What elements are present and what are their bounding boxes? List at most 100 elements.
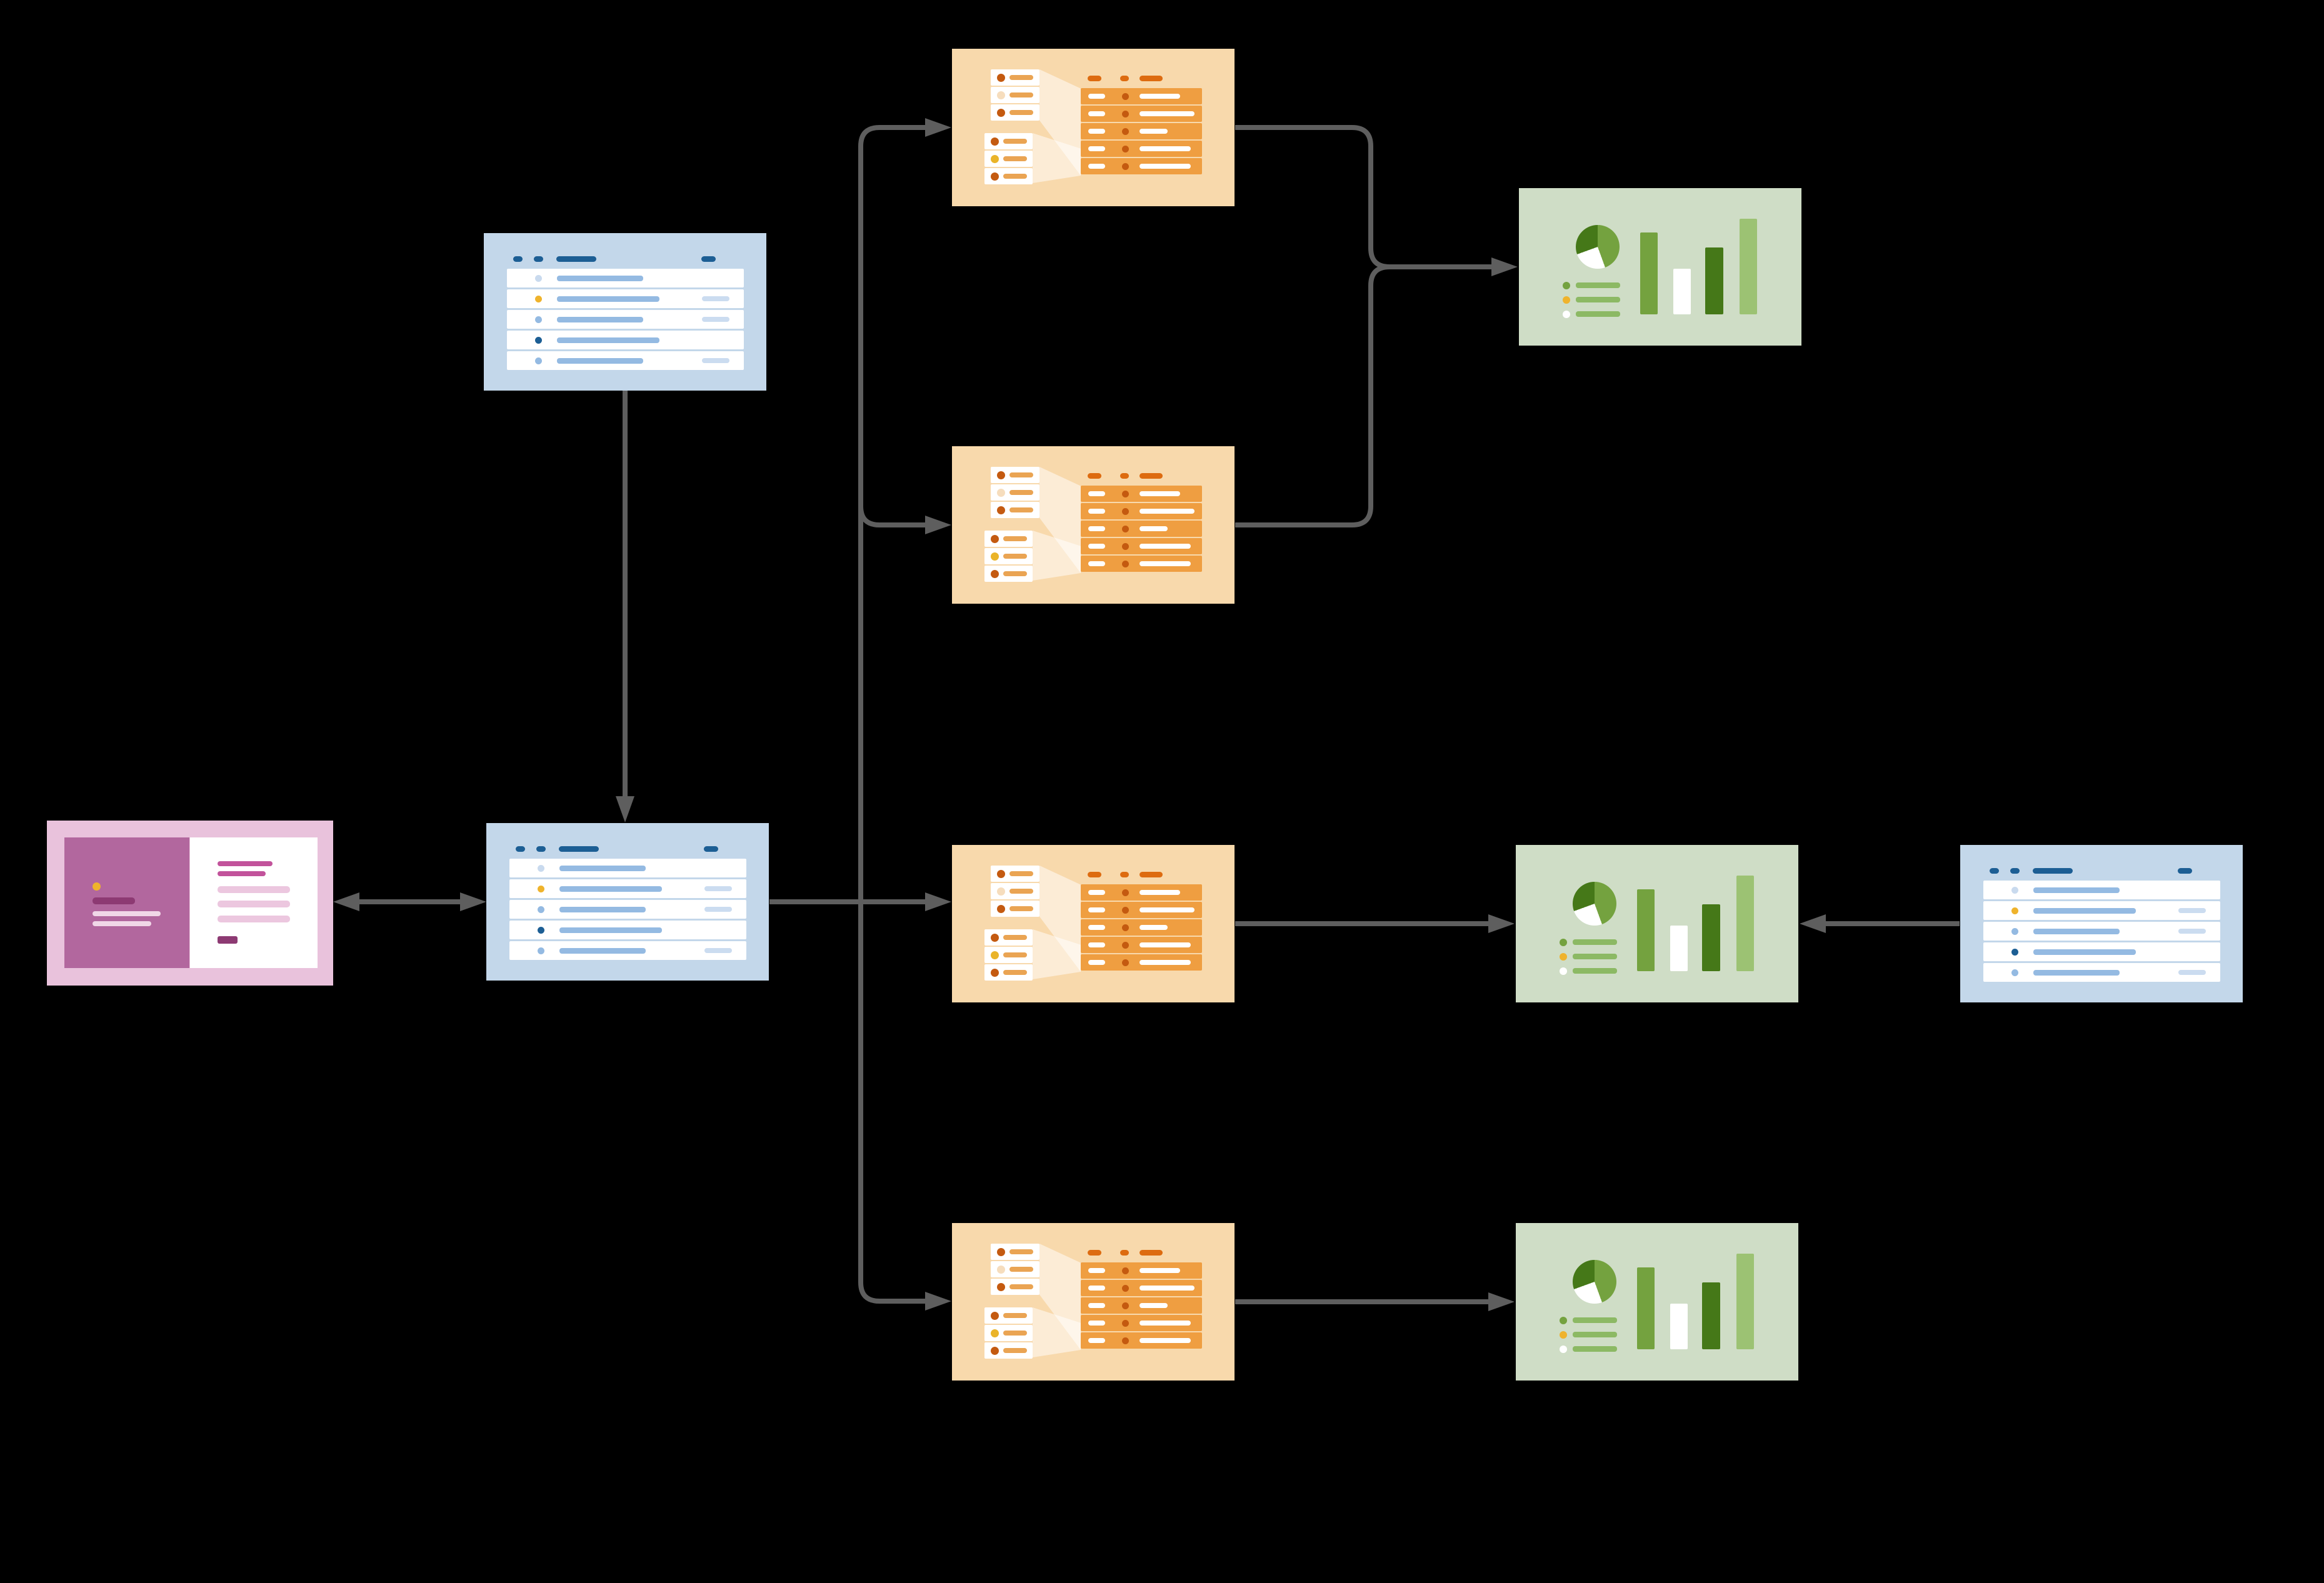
legend-text-line xyxy=(1576,311,1620,317)
cell-text-line xyxy=(1139,509,1195,514)
table-row xyxy=(1081,1280,1202,1296)
status-dot-icon xyxy=(2011,887,2018,894)
source-item xyxy=(991,467,1039,483)
item-text-line xyxy=(2033,908,2136,914)
node-doc-card-pink xyxy=(47,821,333,986)
row-dot-icon xyxy=(1122,924,1129,931)
table-header-pill xyxy=(1139,473,1163,479)
item-text-line xyxy=(1009,490,1033,495)
arrowhead-right-icon xyxy=(925,118,951,137)
cell-bar xyxy=(1088,960,1105,965)
table-row xyxy=(1081,937,1202,953)
page-text-bar xyxy=(218,901,290,907)
item-text-line xyxy=(1003,935,1027,940)
table-header-pill xyxy=(1088,872,1101,877)
status-dot-icon xyxy=(997,905,1005,913)
status-dot-icon xyxy=(997,91,1005,99)
cell-text-line xyxy=(1139,942,1191,947)
legend-text-line xyxy=(1573,1332,1617,1337)
table-row xyxy=(1081,556,1202,572)
status-dot-icon xyxy=(991,155,999,163)
cell-bar xyxy=(1088,509,1105,514)
item-text-line xyxy=(1003,536,1027,541)
bar-chart-bar xyxy=(1670,926,1688,971)
status-dot-icon xyxy=(991,934,999,942)
status-dot-icon xyxy=(991,570,999,578)
node-task-list-main xyxy=(486,823,769,981)
table-row xyxy=(1081,1332,1202,1349)
status-dot-icon xyxy=(991,137,999,146)
cell-bar xyxy=(1088,526,1105,531)
window-control-pill xyxy=(2010,868,2020,874)
cell-text-line xyxy=(1139,129,1168,134)
cell-text-line xyxy=(1139,960,1191,965)
status-dot-icon xyxy=(997,1248,1005,1256)
pie-chart-icon xyxy=(1573,882,1616,926)
bar-chart-bar xyxy=(1736,876,1754,971)
status-dot-icon xyxy=(538,927,544,934)
edge-trunk-to-mapping-1 xyxy=(858,125,925,147)
source-item xyxy=(991,87,1039,103)
window-title-bar xyxy=(556,256,596,262)
source-item xyxy=(984,133,1033,149)
window-action-pill xyxy=(704,846,718,852)
status-dot-icon xyxy=(997,471,1005,479)
list-item xyxy=(1983,922,2220,941)
source-item xyxy=(991,883,1039,899)
window-control-pill xyxy=(536,846,546,852)
status-dot-icon xyxy=(535,357,542,364)
arrowhead-down-icon xyxy=(616,796,634,822)
table-row xyxy=(1081,141,1202,157)
table-header-pill xyxy=(1088,76,1101,81)
legend-text-line xyxy=(1576,297,1620,302)
cell-bar xyxy=(1088,1268,1105,1273)
bar-chart-bar xyxy=(1637,889,1655,971)
item-text-line xyxy=(1003,1331,1027,1336)
list-item xyxy=(1983,942,2220,961)
pie-chart-icon xyxy=(1573,1260,1616,1304)
table-row xyxy=(1081,486,1202,502)
node-mapping-table-1 xyxy=(952,49,1235,206)
item-text-line xyxy=(1009,906,1033,911)
status-dot-icon xyxy=(535,337,542,344)
table-header-pill xyxy=(1139,76,1163,81)
cell-text-line xyxy=(1139,925,1168,930)
bar-chart-bar xyxy=(1637,1267,1655,1349)
item-text-line xyxy=(559,927,662,933)
table-header-pill xyxy=(1088,1250,1101,1256)
item-text-line xyxy=(2033,949,2136,955)
source-item xyxy=(984,929,1033,946)
list-item xyxy=(1983,881,2220,899)
edge-mapping-1-to-report-1 xyxy=(1235,125,1491,269)
status-dot-icon xyxy=(991,1329,999,1337)
item-text-line xyxy=(557,317,643,322)
legend-dot-icon xyxy=(1560,1331,1567,1339)
legend-dot-icon xyxy=(1563,296,1570,304)
pie-chart-icon xyxy=(1576,225,1620,269)
item-meta-bar xyxy=(2178,929,2206,934)
cell-bar xyxy=(1088,164,1105,169)
bar-chart-bar xyxy=(1702,904,1720,971)
legend-text-line xyxy=(1576,282,1620,288)
item-text-line xyxy=(1003,174,1027,179)
row-dot-icon xyxy=(1122,543,1129,550)
cell-bar xyxy=(1088,890,1105,895)
table-row xyxy=(1081,1315,1202,1331)
table-row xyxy=(1081,538,1202,554)
cell-text-line xyxy=(1139,491,1180,496)
source-item xyxy=(984,947,1033,963)
row-dot-icon xyxy=(1122,1267,1129,1274)
status-dot-icon xyxy=(997,887,1005,896)
item-text-line xyxy=(559,948,646,954)
node-mapping-table-2 xyxy=(952,446,1235,604)
status-dot-icon xyxy=(991,1347,999,1355)
item-text-line xyxy=(557,276,643,281)
source-item xyxy=(984,531,1033,547)
cell-text-line xyxy=(1139,1338,1191,1343)
status-dot-icon xyxy=(997,74,1005,82)
cell-text-line xyxy=(1139,164,1191,169)
legend-text-line xyxy=(1573,968,1617,974)
node-report-3 xyxy=(1516,1223,1798,1381)
status-dot-icon xyxy=(535,275,542,282)
